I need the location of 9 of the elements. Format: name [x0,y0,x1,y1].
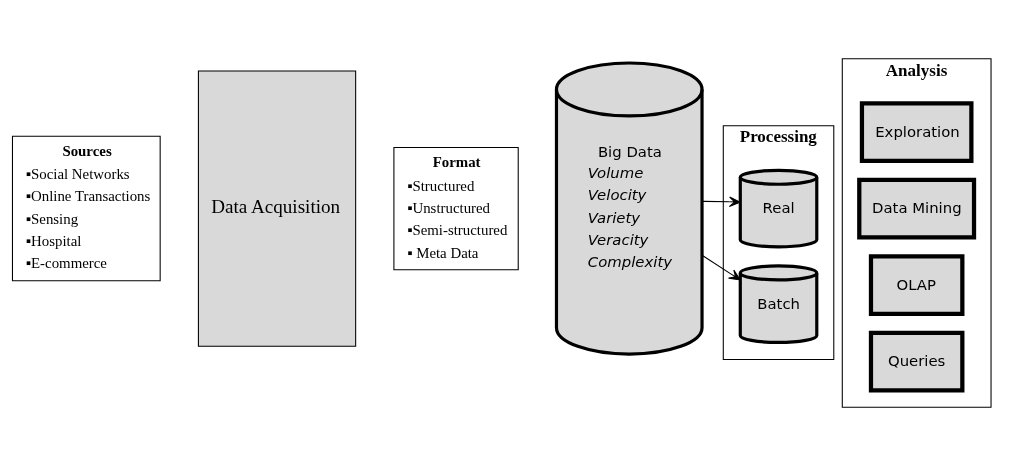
arrow [701,254,741,281]
node-box: Data Mining [857,177,977,240]
node-box: Queries [868,330,965,393]
node-box: Sources ▪Social Networks ▪Online Transactions ▪Sensing ▪Hospital ▪E-commerce [11,135,161,282]
node-box: Format ▪Structured ▪Unstructured ▪Semi-structured ▪ Meta Data [393,146,519,271]
node-box: Data Acquisition [197,70,357,347]
arrow [701,196,741,208]
node-box: Exploration [859,101,974,163]
node-box: OLAP [868,254,965,316]
